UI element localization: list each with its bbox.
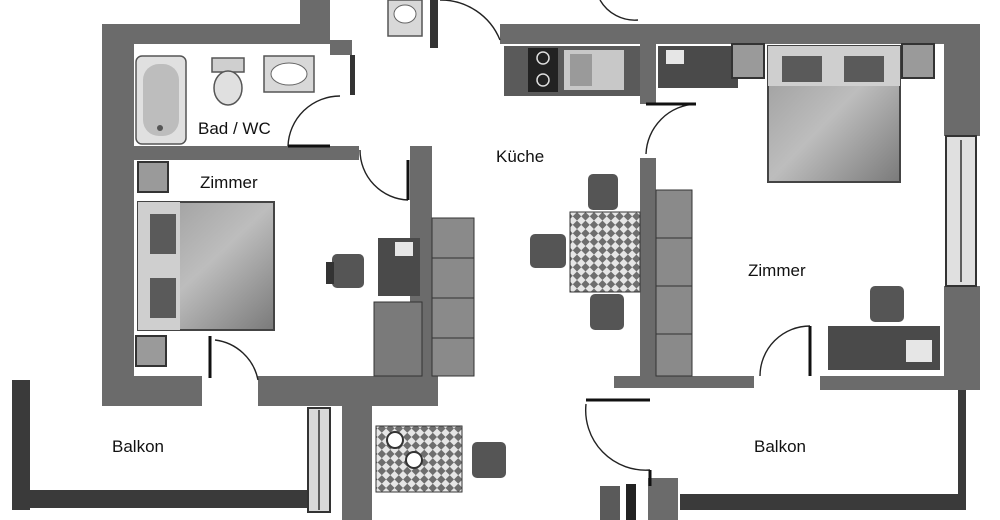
balcony-left-frame xyxy=(12,380,331,513)
bed-icon xyxy=(767,45,901,183)
nightstand-top xyxy=(137,161,169,193)
chair-icon xyxy=(472,442,506,478)
stove-icon xyxy=(504,46,640,96)
bed-icon xyxy=(137,201,275,331)
chair-icon xyxy=(530,174,624,330)
room-label-zimmer-right: Zimmer xyxy=(748,261,806,280)
room-label-balkon-right: Balkon xyxy=(754,437,806,456)
room-label-bad-wc: Bad / WC xyxy=(198,119,271,138)
nightstand-right-b xyxy=(901,43,935,79)
bathtub-icon xyxy=(135,55,187,145)
nightstand-right-a xyxy=(731,43,765,79)
room-label-zimmer-left: Zimmer xyxy=(200,173,258,192)
table-icon xyxy=(375,425,463,493)
nightstand-bottom xyxy=(135,335,167,367)
room-label-balkon-left: Balkon xyxy=(112,437,164,456)
sink-top-icon xyxy=(387,0,423,37)
door-icon xyxy=(600,478,678,520)
toilet-icon xyxy=(211,57,245,106)
chair-icon xyxy=(326,254,364,288)
desk-icon xyxy=(828,326,940,370)
wardrobe-left xyxy=(373,217,475,377)
desk-icon xyxy=(378,238,420,296)
chair-icon xyxy=(870,286,904,322)
door-leaves xyxy=(208,102,812,486)
shelf-middle xyxy=(655,189,693,377)
sink-icon xyxy=(263,55,315,93)
table-icon xyxy=(569,211,641,293)
window-icon xyxy=(945,135,977,287)
desk-icon xyxy=(658,46,738,88)
walls-right-unit xyxy=(500,24,980,510)
room-label-kueche: Küche xyxy=(496,147,544,166)
